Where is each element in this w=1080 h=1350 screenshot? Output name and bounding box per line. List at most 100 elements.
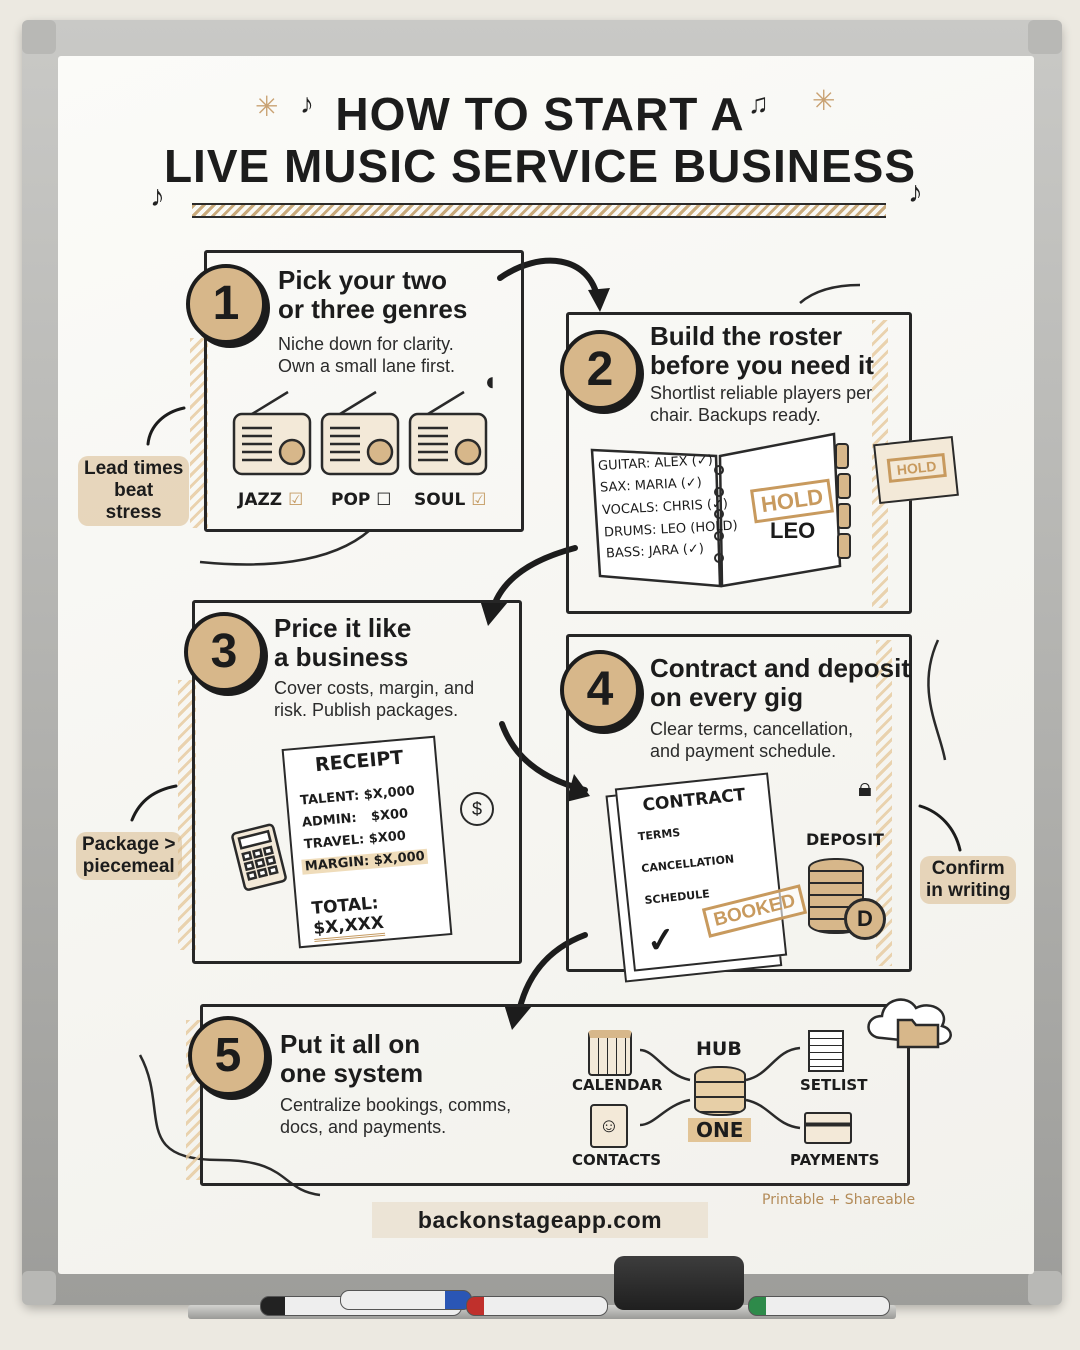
step-5-box (200, 1004, 910, 1186)
roster-notebook (590, 432, 851, 588)
eraser (614, 1256, 744, 1310)
box-shadow-hatch (876, 640, 892, 966)
step-2-body-2: chair. Backups ready. (650, 405, 821, 425)
music-note-icon: ♪ (150, 180, 165, 213)
step-3-heading-2: a business (274, 642, 409, 672)
frame-corner (1028, 1271, 1062, 1305)
step-3-number: 3 (184, 612, 264, 692)
audio-cable (799, 283, 861, 304)
contract-title: CONTRACT (641, 785, 747, 816)
step-1-body-1: Niche down for clarity. (278, 334, 454, 354)
contract-term: CANCELLATION (640, 852, 735, 876)
note-arrow (918, 804, 962, 852)
step-3-body-1: Cover costs, margin, and (274, 678, 475, 698)
music-note-icon: ♫ (748, 88, 769, 119)
red-marker (466, 1296, 608, 1316)
title-line-2: LIVE MUSIC SERVICE BUSINESS (163, 140, 917, 192)
node-contacts: CONTACTS (572, 1151, 662, 1169)
title-line-1: HOW TO START A (335, 88, 745, 140)
site-url[interactable]: backonstageapp.com (372, 1202, 708, 1238)
lock-icon: 🔒︎ (858, 772, 872, 802)
sparkle-icon: ✳ (812, 85, 836, 116)
frame-corner (22, 20, 56, 54)
contract-term: TERMS (637, 826, 681, 844)
step-5-heading-1: Put it all on (280, 1029, 421, 1059)
step-2-heading-2: before you need it (650, 350, 874, 380)
frame-corner (1028, 20, 1062, 54)
setlist-icon (808, 1030, 844, 1072)
green-marker (748, 1296, 890, 1316)
step-4-heading-1: Contract and deposit (650, 653, 911, 683)
audio-cable (927, 639, 947, 761)
deposit-coin-icon: D (844, 898, 886, 940)
receipt-line: TALENT: $X,000 (299, 783, 416, 809)
step-2-heading-1: Build the roster (650, 321, 843, 351)
step-5-body-2: docs, and payments. (280, 1117, 447, 1137)
footnote: Printable + Shareable (762, 1192, 916, 1208)
audio-cable (199, 529, 371, 566)
cloud-folder-icon (867, 998, 952, 1049)
receipt-total: TOTAL: $X,XXX (311, 887, 450, 942)
note-arrow (146, 406, 186, 446)
title-underline (192, 203, 886, 218)
box-shadow-hatch (190, 338, 208, 528)
checked-box-icon: ☑ (471, 490, 487, 510)
contract-term: SCHEDULE (643, 887, 711, 908)
sparkle-icon: ✳ (255, 91, 279, 122)
frame-corner (22, 1271, 56, 1305)
node-payments: PAYMENTS (790, 1151, 880, 1169)
credit-card-icon (804, 1112, 852, 1144)
step-3-box (192, 600, 522, 964)
step-1-number: 1 (186, 264, 266, 344)
hub-label: HUB (696, 1038, 742, 1060)
genre-jazz: JAZZ ☑ (238, 490, 304, 510)
receipt-title: RECEIPT (314, 746, 405, 777)
checkmark-icon: ✓ (645, 920, 678, 961)
step-5-heading-2: one system (280, 1058, 424, 1088)
hub-sub-label: ONE (688, 1118, 752, 1142)
contract-illustration: CONTRACT TERMS CANCELLATION SCHEDULE ✓ (614, 772, 788, 972)
step-4-body-1: Clear terms, cancellation, (650, 719, 854, 739)
step-4-body-2: and payment schedule. (650, 741, 837, 761)
receipt-line: TRAVEL: $X00 (303, 828, 407, 853)
receipt-line: MARGIN: $X,000 (301, 848, 429, 875)
genre-soul: SOUL ☑ (414, 490, 487, 510)
calculator-icon (231, 823, 287, 891)
step-2-number: 2 (560, 330, 640, 410)
step-1-body-2: Own a small lane first. (278, 356, 456, 376)
node-calendar: CALENDAR (572, 1076, 663, 1094)
node-setlist: SETLIST (800, 1076, 868, 1094)
step-1-heading-1: Pick your two (278, 265, 448, 295)
music-note-icon: ♪ (908, 176, 923, 209)
calendar-icon (588, 1030, 632, 1076)
unchecked-box-icon: ☐ (376, 490, 392, 510)
ear-icon: ◖ (482, 366, 498, 396)
receipt-illustration: RECEIPT TALENT: $X,000 ADMIN: $X00 TRAVE… (281, 735, 453, 949)
checked-box-icon: ☑ (288, 490, 304, 510)
step-3-heading-1: Price it like (274, 613, 412, 643)
step-4-number: 4 (560, 650, 640, 730)
step-1-heading-2: or three genres (278, 294, 468, 324)
blue-marker (340, 1290, 472, 1310)
step-4-box (566, 634, 912, 972)
note-package: Package >piecemeal (76, 832, 182, 880)
receipt-line: ADMIN: $X00 (301, 806, 409, 831)
radios-illustration (232, 390, 488, 476)
music-note-icon: ♪ (300, 88, 314, 119)
step-3-body-2: risk. Publish packages. (274, 700, 459, 720)
note-arrow (130, 784, 178, 822)
box-shadow-hatch (178, 680, 196, 950)
step-2-body-1: Shortlist reliable players per (650, 383, 873, 403)
database-icon (694, 1066, 746, 1116)
genre-pop: POP ☐ (331, 490, 392, 510)
arrow-1-to-2 (497, 257, 601, 303)
step-4-heading-2: on every gig (650, 682, 804, 712)
deposit-label: DEPOSIT (806, 830, 884, 849)
hold-name: LEO (770, 518, 816, 543)
step-5-body-1: Centralize bookings, comms, (280, 1095, 512, 1115)
step-1-box (204, 250, 524, 532)
calendar-hold-icon: HOLD (873, 435, 959, 505)
